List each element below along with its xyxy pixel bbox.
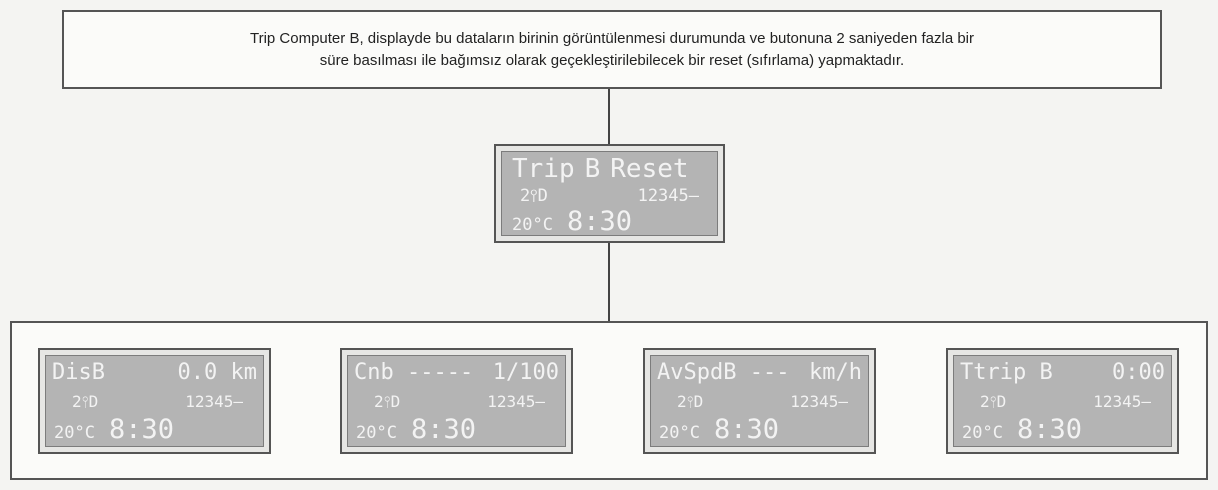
- odometer: 12345—: [790, 392, 848, 411]
- lcd-title-left: Trip: [512, 154, 575, 184]
- lcd-screen: Ttrip B 0:00 2⫯D 12345— 20°C 8:30: [953, 355, 1172, 447]
- lcd-title-right: 0:00: [1112, 360, 1165, 385]
- gear-indicator: 2⫯D: [72, 392, 99, 411]
- lcd-title-left: Ttrip B: [960, 360, 1053, 385]
- lcd-screen: DisB 0.0 km 2⫯D 12345— 20°C 8:30: [45, 355, 264, 447]
- trip-b-reset-display: Trip B Reset 2⫯D 12345— 20°C 8:30: [494, 144, 725, 243]
- temperature: 20°C: [356, 423, 397, 443]
- gear-indicator: 2⫯D: [374, 392, 401, 411]
- lcd-title-row: DisB 0.0 km: [52, 360, 257, 385]
- gear-indicator: 2⫯D: [980, 392, 1007, 411]
- description-box: Trip Computer B, displayde bu dataların …: [62, 10, 1162, 89]
- temperature: 20°C: [962, 423, 1003, 443]
- lcd-title-right: 1/100: [492, 360, 559, 385]
- lcd-bottom-row: 20°C 8:30: [356, 414, 559, 445]
- clock: 8:30: [1016, 414, 1082, 445]
- description-line-2: süre basılması ile bağımsız olarak geçek…: [319, 51, 905, 69]
- lcd-title-left: AvSpdB ---: [657, 360, 790, 385]
- lcd-title-right: km/h: [809, 360, 862, 385]
- odometer: 12345—: [1093, 392, 1151, 411]
- lcd-bottom-row: 20°C 8:30: [512, 206, 711, 236]
- lcd-title-mid: B: [584, 154, 601, 184]
- lcd-status-row: 2⫯D 12345—: [72, 392, 243, 412]
- description-line-1: Trip Computer B, displayde bu dataların …: [249, 29, 975, 47]
- gear-indicator: 2⫯D: [520, 186, 548, 206]
- lcd-title-right: 0.0 km: [177, 360, 257, 385]
- odometer: 12345—: [487, 392, 545, 411]
- lcd-bottom-row: 20°C 8:30: [962, 414, 1165, 445]
- clock: 8:30: [410, 414, 476, 445]
- temperature: 20°C: [659, 423, 700, 443]
- lcd-status-row: 2⫯D 12345—: [520, 186, 699, 206]
- description-text: Trip Computer B, displayde bu dataların …: [250, 28, 974, 72]
- lcd-title-left: Cnb -----: [354, 360, 474, 385]
- lcd-title-row: Ttrip B 0:00: [960, 360, 1165, 385]
- temperature: 20°C: [54, 423, 95, 443]
- connector-bottom: [608, 243, 610, 321]
- lcd-screen: AvSpdB --- km/h 2⫯D 12345— 20°C 8:30: [650, 355, 869, 447]
- lcd-bottom-row: 20°C 8:30: [54, 414, 257, 445]
- odometer: 12345—: [637, 186, 699, 206]
- clock: 8:30: [713, 414, 779, 445]
- lcd-title-left: DisB: [52, 360, 105, 385]
- clock: 8:30: [108, 414, 174, 445]
- lcd-screen: Cnb ----- 1/100 2⫯D 12345— 20°C 8:30: [347, 355, 566, 447]
- lcd-bottom-row: 20°C 8:30: [659, 414, 862, 445]
- lcd-title-row: AvSpdB --- km/h: [657, 360, 862, 385]
- odometer: 12345—: [185, 392, 243, 411]
- distance-b-display: DisB 0.0 km 2⫯D 12345— 20°C 8:30: [38, 348, 271, 454]
- lcd-status-row: 2⫯D 12345—: [677, 392, 848, 412]
- connector-top: [608, 89, 610, 144]
- gear-indicator: 2⫯D: [677, 392, 704, 411]
- lcd-screen: Trip B Reset 2⫯D 12345— 20°C 8:30: [501, 151, 718, 236]
- trip-time-b-display: Ttrip B 0:00 2⫯D 12345— 20°C 8:30: [946, 348, 1179, 454]
- lcd-title-row: Cnb ----- 1/100: [354, 360, 559, 385]
- clock: 8:30: [566, 206, 632, 236]
- consumption-b-display: Cnb ----- 1/100 2⫯D 12345— 20°C 8:30: [340, 348, 573, 454]
- temperature: 20°C: [512, 215, 553, 235]
- average-speed-b-display: AvSpdB --- km/h 2⫯D 12345— 20°C 8:30: [643, 348, 876, 454]
- lcd-status-row: 2⫯D 12345—: [374, 392, 545, 412]
- lcd-title-row: Trip B Reset: [512, 154, 711, 184]
- lcd-title-right: Reset: [610, 154, 689, 184]
- lcd-status-row: 2⫯D 12345—: [980, 392, 1151, 412]
